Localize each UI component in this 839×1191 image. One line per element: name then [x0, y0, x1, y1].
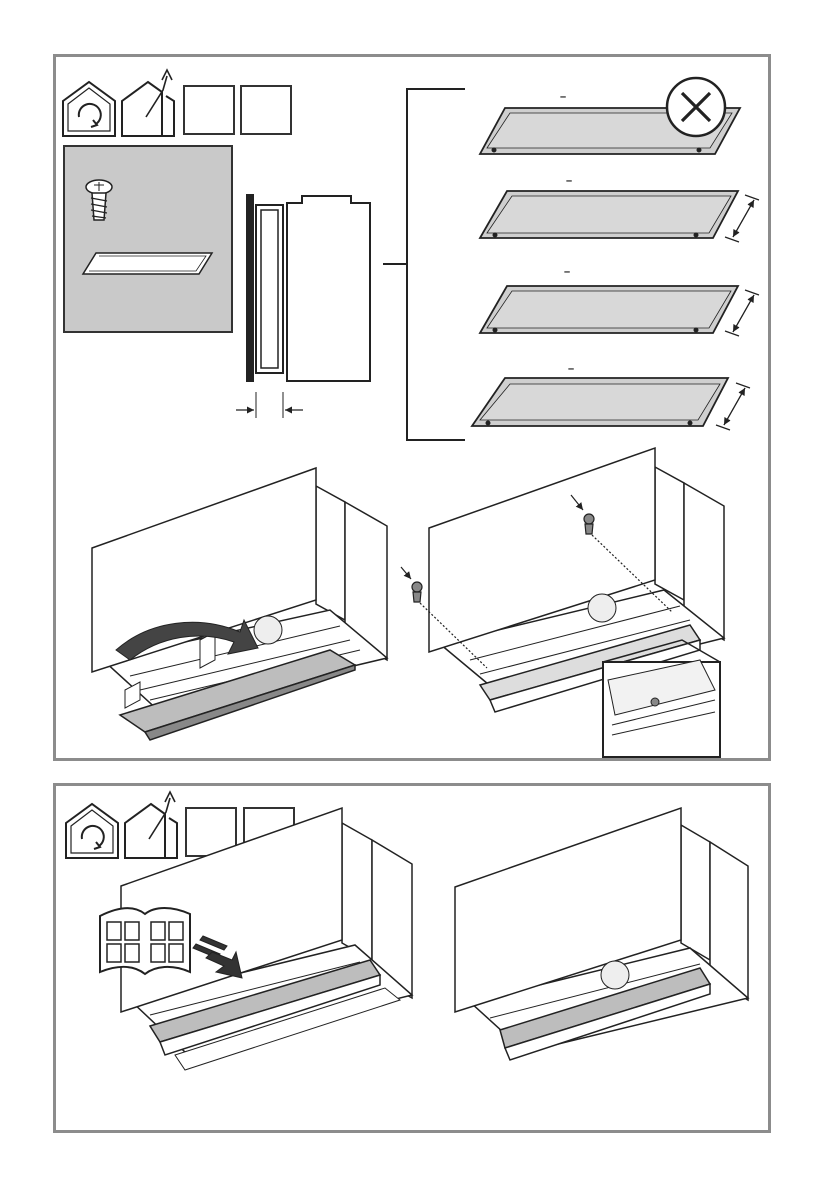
- screw-icon: [86, 180, 112, 220]
- variant-bracket: [383, 89, 465, 440]
- variant-plate-3: [480, 286, 738, 333]
- spacer-plate-icon: [83, 253, 212, 274]
- hood-side-profile: [236, 195, 370, 418]
- extraction-icon: [122, 70, 174, 136]
- hood-install-left: [92, 468, 387, 740]
- hood-final-right: [455, 808, 748, 1060]
- extraction-icon-2: [125, 792, 177, 858]
- manual-book-icon: [100, 908, 190, 974]
- variant-not-allowed-icon: [667, 78, 725, 136]
- variant-plate-2: [480, 191, 738, 238]
- recirculation-icon-2: [66, 804, 118, 858]
- variant-plate-4: [472, 378, 728, 426]
- recirculation-icon: [63, 82, 115, 136]
